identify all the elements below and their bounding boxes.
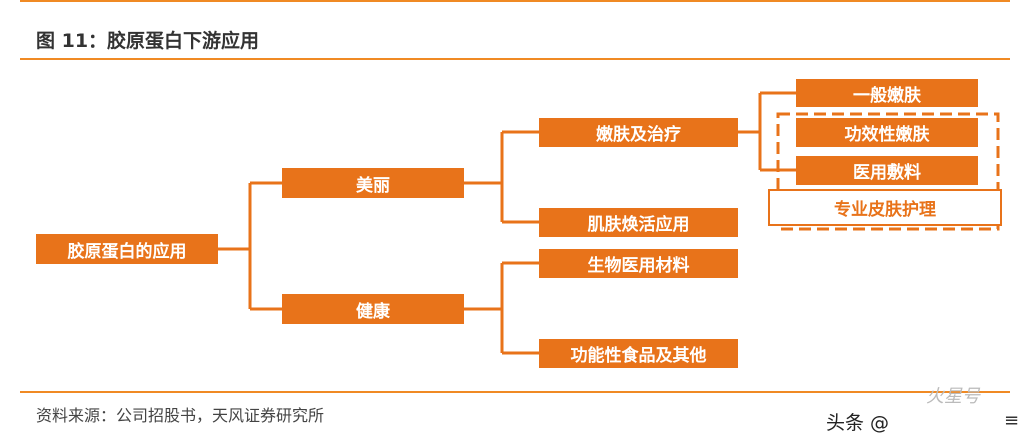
source-note: 资料来源：公司招股书，天风证券研究所 [36, 406, 325, 425]
general-skincare-node: 一般嫩肤 [796, 79, 978, 107]
top-rule [20, 0, 1010, 2]
medical-dressing-node: 医用敷料 [796, 156, 978, 185]
figure-title: 图 11：胶原蛋白下游应用 [36, 30, 260, 52]
logo: 火星号 [926, 386, 980, 407]
health-node: 健康 [282, 294, 464, 324]
watermark: 头条 @ [826, 412, 890, 434]
muscle-node: 肌肤焕活应用 [539, 208, 738, 237]
professional-skincare-node: 专业皮肤护理 [768, 189, 1002, 226]
food-node: 功能性食品及其他 [539, 339, 738, 368]
title-underline [20, 58, 1010, 60]
skincare-node: 嫩肤及治疗 [539, 118, 738, 147]
bottom-rule [20, 391, 1010, 393]
root-node: 胶原蛋白的应用 [36, 234, 218, 264]
biomedical-node: 生物医用材料 [539, 249, 738, 278]
functional-skincare-node: 功效性嫩肤 [796, 118, 978, 147]
beauty-node: 美丽 [282, 168, 464, 198]
menu-icon[interactable]: ≡ [1004, 410, 1020, 431]
